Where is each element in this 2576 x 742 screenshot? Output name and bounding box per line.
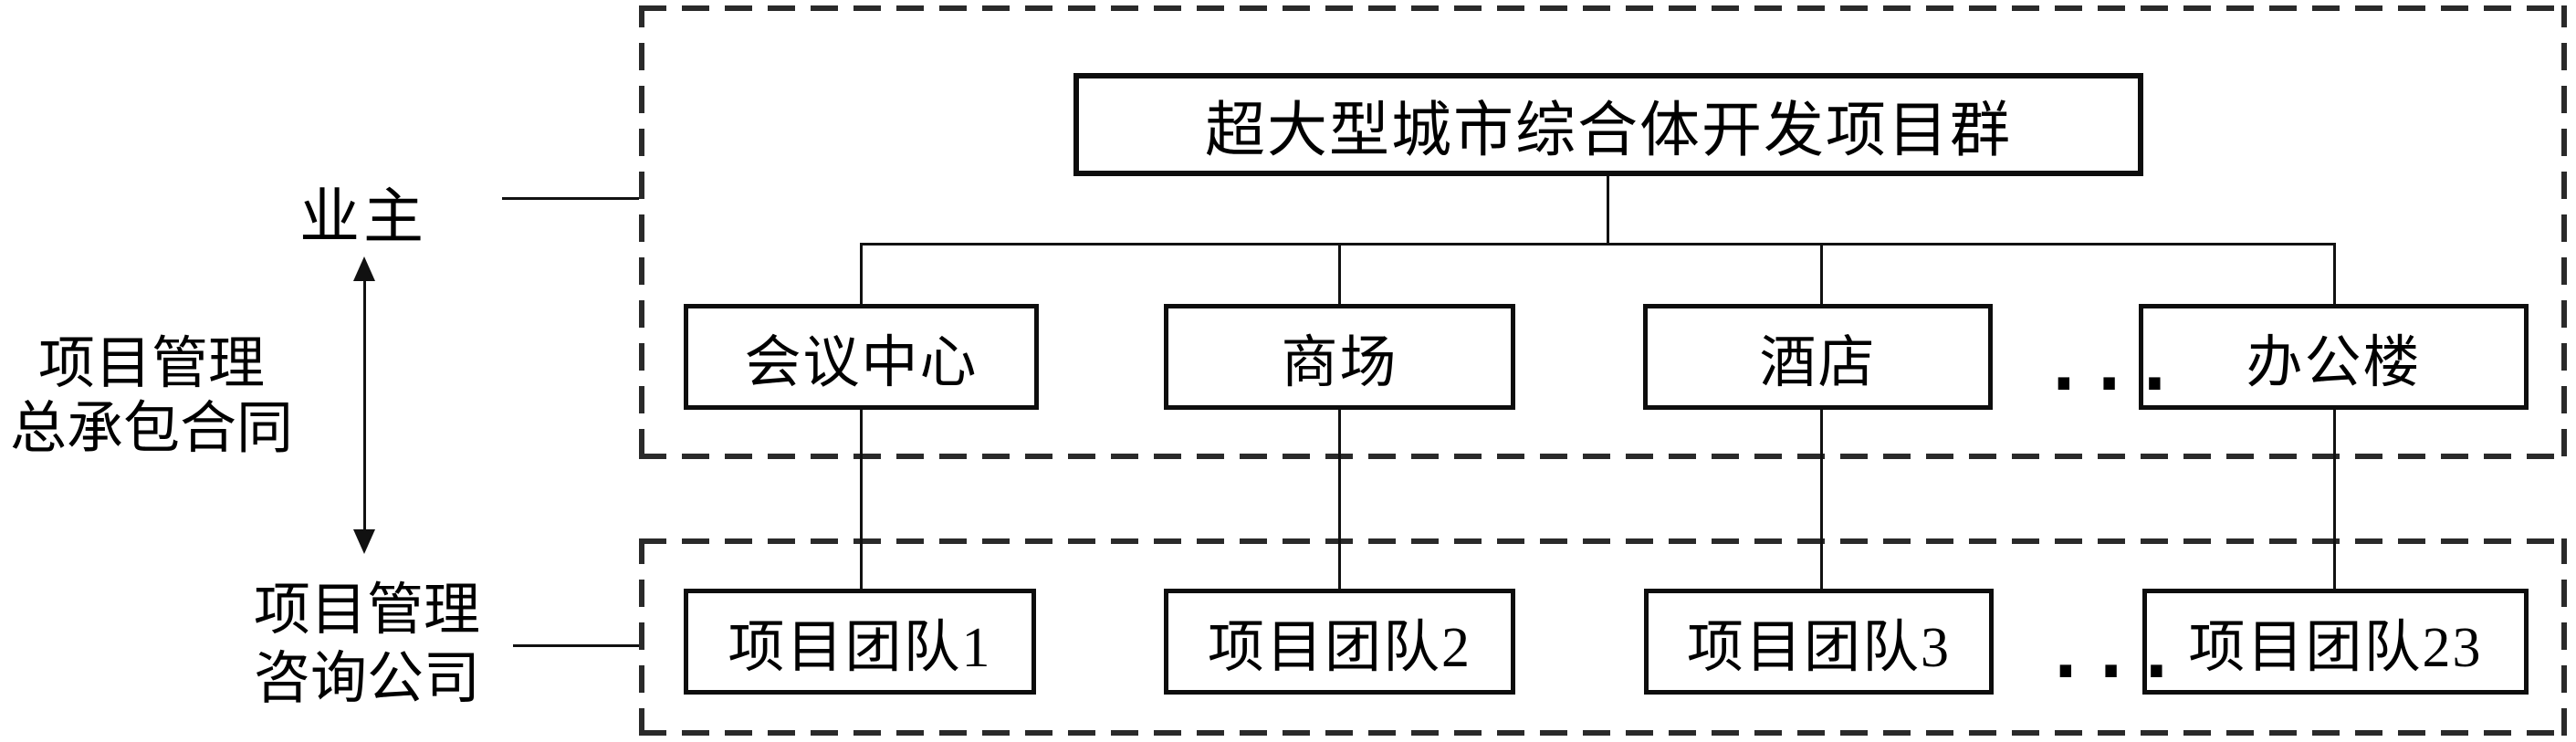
arrow-down-head-icon [353, 529, 375, 554]
stub-mall-line [1338, 243, 1341, 305]
team-box-1: 项目团队1 [684, 589, 1036, 695]
teams-frame-bottom-edge [639, 730, 2567, 736]
conference-to-team1-line [860, 410, 863, 590]
mall-to-team2-line [1338, 410, 1341, 590]
consultant-label: 项目管理 咨询公司 [230, 577, 504, 714]
consultant-label-line1: 项目管理 [253, 580, 480, 642]
stub-conference-line [860, 243, 863, 305]
team-label: 项目团队23 [2188, 617, 2483, 679]
sub-project-box-hotel: 酒店 [1643, 304, 1993, 410]
teams-frame-top-edge [639, 538, 2567, 544]
projects-frame-right-edge [2561, 5, 2567, 456]
projects-frame-left-edge [639, 5, 644, 456]
teams-frame-right-edge [2561, 538, 2567, 736]
root-box-label: 超大型城市综合体开发项目群 [1205, 97, 2012, 164]
root-stub-line [1607, 176, 1609, 246]
stub-office-line [2333, 243, 2336, 305]
sub-project-label: 酒店 [1759, 332, 1877, 394]
owner-label: 业主 [299, 184, 427, 251]
sub-project-box-conference: 会议中心 [684, 304, 1039, 410]
office-to-team23-line [2333, 410, 2336, 590]
contract-label-line1: 项目管理 [37, 333, 265, 395]
root-box: 超大型城市综合体开发项目群 [1073, 73, 2143, 176]
stub-hotel-line [1820, 243, 1823, 305]
projects-frame-top-edge [639, 5, 2567, 11]
team-box-23: 项目团队23 [2142, 589, 2529, 695]
sub-project-box-office: 办公楼 [2139, 304, 2529, 410]
arrow-up-head-icon [353, 256, 375, 281]
hotel-to-team3-line [1820, 410, 1823, 590]
team-label: 项目团队2 [1207, 617, 1471, 679]
teams-frame-left-edge [639, 538, 644, 736]
team-box-2: 项目团队2 [1164, 589, 1515, 695]
consultant-to-frame-connector [513, 644, 639, 647]
sub-project-box-mall: 商场 [1164, 304, 1515, 410]
children-rail-line [860, 243, 2336, 246]
contract-label-line2: 总承包合同 [9, 398, 293, 460]
projects-frame-bottom-edge [639, 454, 2567, 459]
contract-label: 项目管理 总承包合同 [1, 332, 302, 462]
team-label: 项目团队1 [728, 617, 992, 679]
team-label: 项目团队3 [1686, 617, 1951, 679]
sub-project-label: 商场 [1281, 332, 1398, 394]
owner-to-frame-connector [502, 197, 639, 200]
contract-arrow-shaft [363, 274, 366, 537]
sub-project-label: 会议中心 [744, 332, 979, 394]
consultant-label-line2: 咨询公司 [253, 648, 480, 710]
sub-project-label: 办公楼 [2246, 332, 2422, 394]
team-box-3: 项目团队3 [1644, 589, 1994, 695]
